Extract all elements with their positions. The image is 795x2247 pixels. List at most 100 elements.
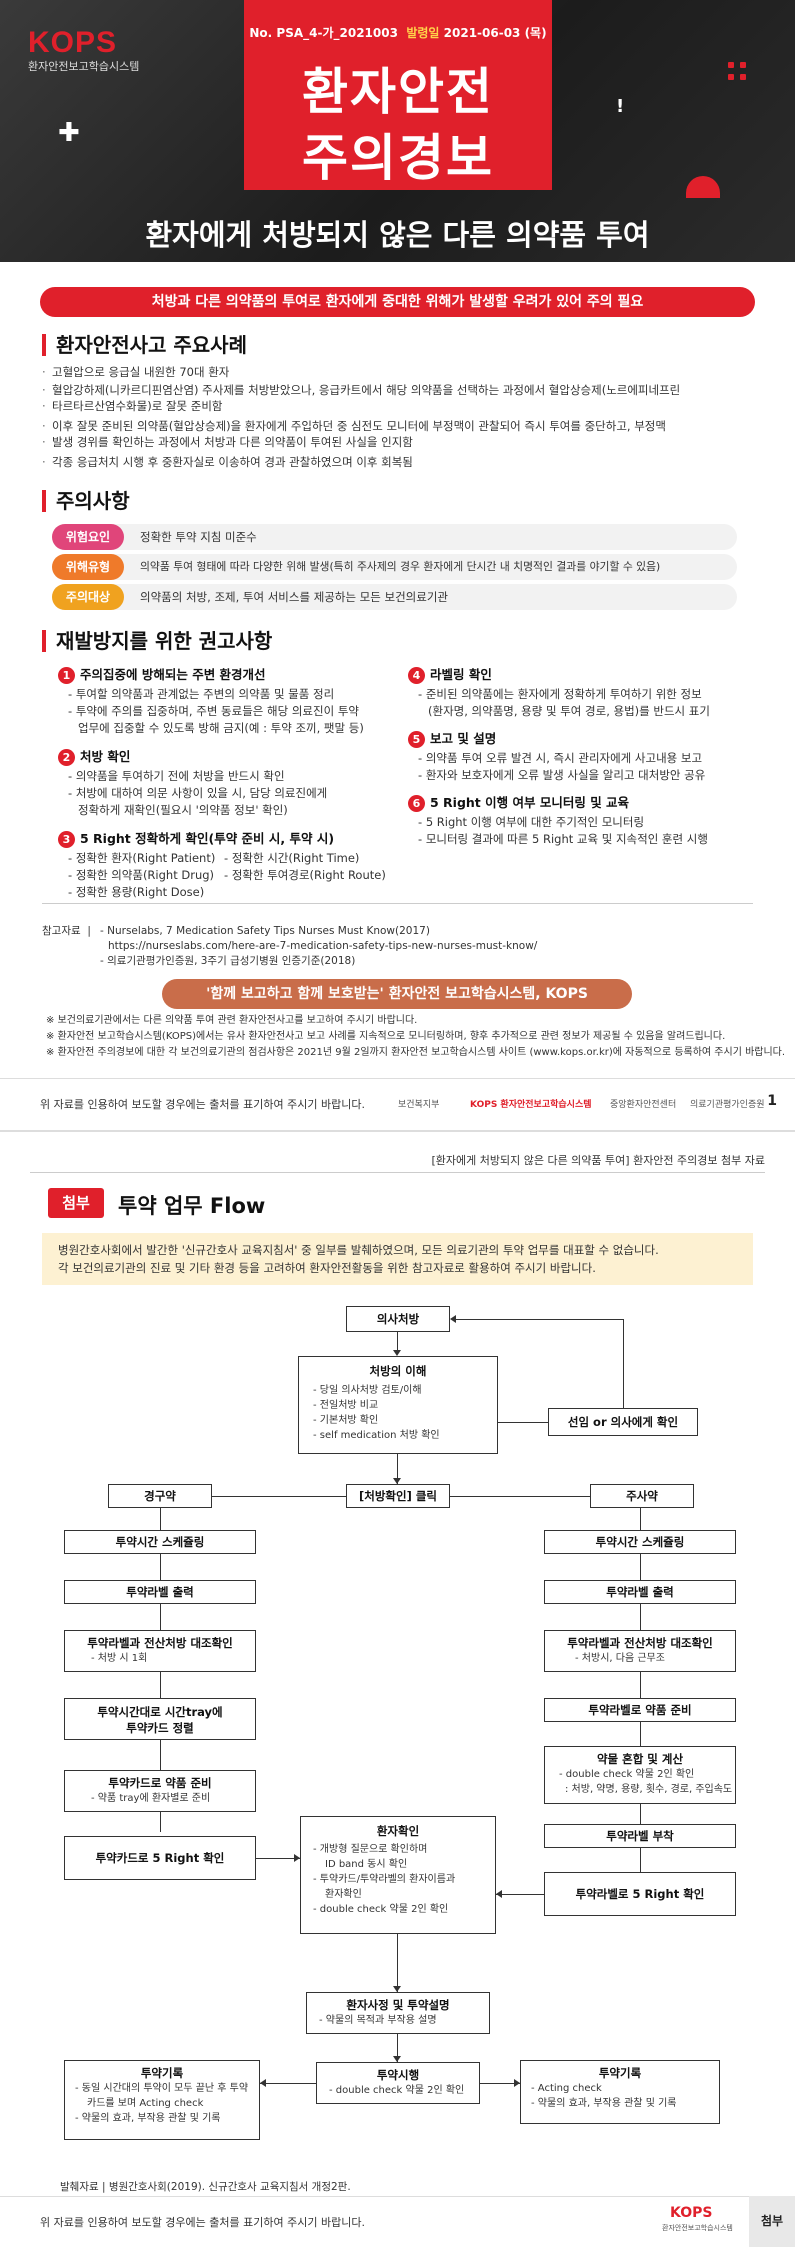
caution-tag: 주의대상 xyxy=(52,584,124,610)
attach-corner-tag: 첨부 xyxy=(749,2196,795,2247)
caution-row: 위험요인 정확한 투약 지침 미준수 xyxy=(52,524,737,550)
caution-row: 위해유형 의약품 투여 형태에 따라 다양한 위해 발생(특히 주사제의 경우 … xyxy=(52,554,737,580)
flow-understand: 처방의 이해 당일 의사처방 검토/이해 전일처방 비교 기본처방 확인 sel… xyxy=(298,1356,498,1454)
flow-administer: 투약시행double check 약물 2인 확인 xyxy=(316,2062,480,2104)
flow-line xyxy=(212,1496,346,1497)
rec-item: - 환자와 보호자에게 오류 발생 사실을 알리고 대처방안 공유 xyxy=(418,768,706,782)
logo-center: 중앙환자안전센터 xyxy=(610,1100,677,1110)
title-line-1: 환자안전 xyxy=(302,63,494,121)
flow-left-step: 투약카드로 약품 준비약품 tray에 환자별로 준비 xyxy=(64,1770,256,1812)
logo-kops: KOPS 환자안전보고학습시스템 xyxy=(470,1100,592,1110)
flow-line xyxy=(640,1508,641,1886)
rec-item: - 정확한 환자(Right Patient) xyxy=(68,851,216,865)
caution-section-title: 주의사항 xyxy=(42,490,130,512)
logo-kops: KOPS xyxy=(670,2205,713,2221)
note: ※ 보건의료기관에서는 다른 의약품 투여 관련 환자안전사고를 보고하여 주시… xyxy=(46,1015,418,1026)
rec-item: - 투약에 주의를 집중하며, 주변 동료들은 해당 의료진이 투약 xyxy=(68,704,359,718)
flow-line xyxy=(450,1496,590,1497)
logo-koiha: 의료기관평가인증원 xyxy=(690,1100,765,1110)
plus-icon: ✚ xyxy=(58,118,80,148)
flow-line xyxy=(397,1332,398,1352)
footer-2: 위 자료를 인용하여 보도할 경우에는 출처를 표기하여 주시기 바랍니다. K… xyxy=(0,2196,749,2246)
alert-subtitle: 환자에게 처방되지 않은 다른 의약품 투여 xyxy=(145,218,650,252)
flow-line xyxy=(260,2083,316,2084)
case-item: 고혈압으로 응급실 내원한 70대 환자 xyxy=(42,364,229,381)
rec-item-cont: (환자명, 의약품명, 용량 및 투여 경로, 용법)를 반드시 표기 xyxy=(428,704,710,718)
rec-item: - 투여할 의약품과 관계없는 주변의 의약품 및 물품 정리 xyxy=(68,687,335,701)
flow-arrow xyxy=(260,2079,266,2087)
flow-patient-confirm: 환자확인 개방형 질문으로 확인하며 ID band 동시 확인 투약카드/투약… xyxy=(300,1816,496,1934)
flow-right-step: 투약라벨과 전산처방 대조확인처방시, 다음 근무조 xyxy=(544,1630,736,1672)
rec-item: - 5 Right 이행 여부에 대한 주기적인 모니터링 xyxy=(418,815,645,829)
caution-tag: 위해유형 xyxy=(52,554,124,580)
flow-injection: 주사약 xyxy=(590,1484,694,1508)
recommend-section-title: 재발방지를 위한 권고사항 xyxy=(42,630,272,652)
rec-item-cont: 정확하게 재확인(필요시 '의약품 정보' 확인) xyxy=(78,803,288,817)
slogan-pill: '함께 보고하고 함께 보호받는' 환자안전 보고학습시스템, KOPS xyxy=(162,979,632,1009)
flow-arrow xyxy=(393,1350,401,1356)
attach-title: 투약 업무 Flow xyxy=(118,1194,266,1218)
case-item-cont: 발생 경위를 확인하는 과정에서 처방과 다른 의약품이 투여된 사실을 인지함 xyxy=(42,434,413,451)
issue-meta: No. PSA_4-가_2021003 발령일 2021-06-03 (목) xyxy=(249,26,547,40)
title-line-2: 주의경보 xyxy=(302,129,494,187)
flow-arrow xyxy=(496,1890,502,1898)
flow-line xyxy=(397,1454,398,1484)
exclamation-icon: ! xyxy=(616,96,625,117)
caution-text: 의약품 투여 형태에 따라 다양한 위해 발생(특히 주사제의 경우 환자에게 … xyxy=(140,560,661,573)
page-number: 1 xyxy=(767,1093,777,1109)
ref-item: - Nurselabs, 7 Medication Safety Tips Nu… xyxy=(100,925,430,937)
flow-right-step: 투약라벨로 약품 준비 xyxy=(544,1698,736,1722)
flow-left-step: 투약라벨 출력 xyxy=(64,1580,256,1604)
header-banner: KOPS 환자안전보고학습시스템 ✚ ! No. PSA_4-가_2021003… xyxy=(0,0,795,262)
case-section-title: 환자안전사고 주요사례 xyxy=(42,334,247,356)
flow-right-step: 투약라벨로 5 Right 확인 xyxy=(544,1872,736,1916)
ref-item: - 의료기관평가인증원, 3주기 급성기병원 인증기준(2018) xyxy=(100,955,356,967)
flow-arrow xyxy=(393,1986,401,1992)
rec-item: - 정확한 시간(Right Time) xyxy=(224,851,360,865)
logo-kops-sub: 환자안전보고학습시스템 xyxy=(662,2224,733,2232)
logo-subtitle: 환자안전보고학습시스템 xyxy=(28,60,140,73)
flow-right-step: 투약라벨 출력 xyxy=(544,1580,736,1604)
alarm-light-icon xyxy=(686,176,720,198)
case-item: 혈압강하제(니카르디핀염산염) 주사제를 처방받았으나, 응급카트에서 해당 의… xyxy=(42,382,680,399)
ref-url[interactable]: https://nurseslabs.com/here-are-7-medica… xyxy=(108,940,538,952)
rec-item: - 정확한 용량(Right Dose) xyxy=(68,885,205,899)
case-item: 이후 잘못 준비된 의약품(혈압상승제)을 환자에게 주입하던 중 심전도 모니… xyxy=(42,418,666,435)
flow-oral: 경구약 xyxy=(108,1484,212,1508)
flow-line xyxy=(397,1934,398,1992)
flow-order: 의사처방 xyxy=(346,1306,450,1332)
intro-line: 각 보건의료기관의 진료 및 기타 환경 등을 고려하여 환자안전활동을 위한 … xyxy=(58,1261,596,1275)
flow-line xyxy=(456,1319,623,1320)
divider xyxy=(30,1172,765,1173)
caution-tag: 위험요인 xyxy=(52,524,124,550)
flow-line xyxy=(397,2034,398,2062)
caution-text: 정확한 투약 지침 미준수 xyxy=(140,530,257,544)
warning-band: 처방과 다른 의약품의 투여로 환자에게 중대한 위해가 발생할 우려가 있어 … xyxy=(40,287,755,317)
flow-confirm: 선임 or 의사에게 확인 xyxy=(548,1408,698,1436)
kops-logo: KOPS xyxy=(28,26,118,59)
caution-row: 주의대상 의약품의 처방, 조제, 투여 서비스를 제공하는 모든 보건의료기관 xyxy=(52,584,737,610)
note: ※ 환자안전 주의경보에 대한 각 보건의료기관의 점검사항은 2021년 9월… xyxy=(46,1047,786,1058)
flow-right-step: 약물 혼합 및 계산double check 약물 2인 확인: 처방, 약명,… xyxy=(544,1746,736,1804)
rec-item: - 의약품 투여 오류 발견 시, 즉시 관리자에게 사고내용 보고 xyxy=(418,751,703,765)
flow-left-step: 투약카드로 5 Right 확인 xyxy=(64,1836,256,1880)
attach-tag: 첨부 xyxy=(48,1188,104,1218)
caution-text: 의약품의 처방, 조제, 투여 서비스를 제공하는 모든 보건의료기관 xyxy=(140,590,448,604)
flow-right-step: 투약시간 스케쥴링 xyxy=(544,1530,736,1554)
flow-left-step: 투약시간 스케쥴링 xyxy=(64,1530,256,1554)
flow-left-step: 투약라벨과 전산처방 대조확인처방 시 1회 xyxy=(64,1630,256,1672)
page-separator xyxy=(0,1130,795,1132)
flow-arrow xyxy=(450,1315,456,1323)
footer-text: 위 자료를 인용하여 보도할 경우에는 출처를 표기하여 주시기 바랍니다. xyxy=(40,2216,365,2229)
flow-line xyxy=(256,1858,300,1859)
flow-line xyxy=(623,1319,624,1408)
divider xyxy=(42,903,753,904)
footer: 위 자료를 인용하여 보도할 경우에는 출처를 표기하여 주시기 바랍니다. 보… xyxy=(0,1078,795,1128)
rec-item: - 의약품을 투여하기 전에 처방을 반드시 확인 xyxy=(68,769,285,783)
